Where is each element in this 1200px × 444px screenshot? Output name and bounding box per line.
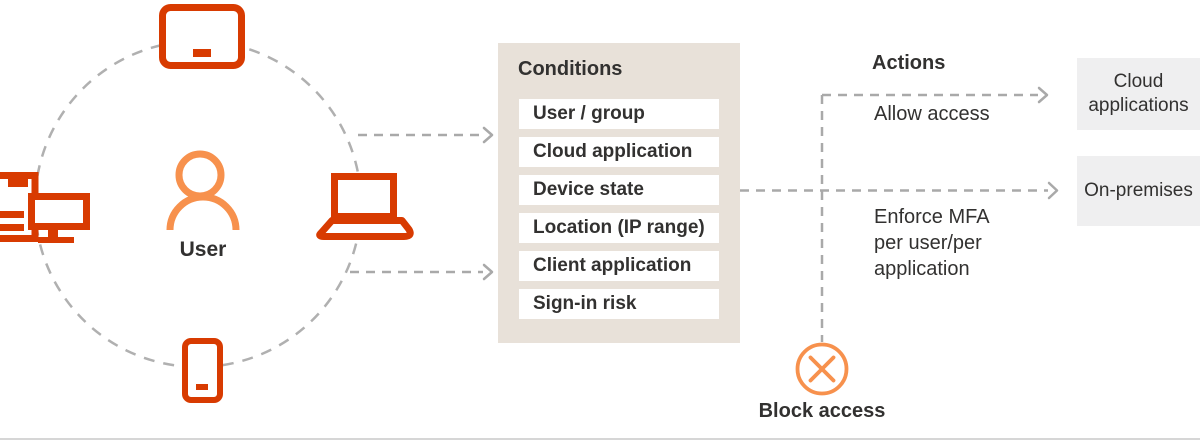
laptop-icon (316, 173, 414, 240)
block-access-icon (795, 342, 849, 396)
allow-access-label: Allow access (874, 103, 990, 125)
user-icon (166, 150, 240, 231)
cloud-applications-box: Cloud applications (1077, 58, 1200, 130)
enforce-mfa-label: Enforce MFA per user/per application (874, 206, 990, 280)
actions-title: Actions (872, 52, 946, 74)
desktop-icon (0, 172, 90, 243)
conditions-title: Conditions (518, 58, 623, 80)
tablet-icon (159, 4, 245, 69)
bottom-divider (0, 438, 1200, 440)
condition-item-user-group: User / group (519, 99, 719, 129)
phone-icon (182, 338, 223, 403)
conditions-panel: Conditions User / group Cloud applicatio… (498, 43, 740, 343)
on-premises-box: On-premises (1077, 156, 1200, 226)
condition-item-client-application: Client application (519, 251, 719, 281)
condition-item-location: Location (IP range) (519, 213, 719, 243)
user-label: User (179, 238, 227, 261)
arrow-to-conditions-bottom (350, 263, 494, 281)
block-access-label: Block access (758, 400, 886, 422)
condition-item-cloud-application: Cloud application (519, 137, 719, 167)
arrow-to-conditions-top (358, 126, 494, 144)
arrow-to-cloud-applications (822, 86, 1049, 104)
conditions-list: User / group Cloud application Device st… (519, 99, 719, 327)
condition-item-device-state: Device state (519, 175, 719, 205)
arrow-to-on-premises (740, 181, 1059, 200)
condition-item-sign-in-risk: Sign-in risk (519, 289, 719, 319)
